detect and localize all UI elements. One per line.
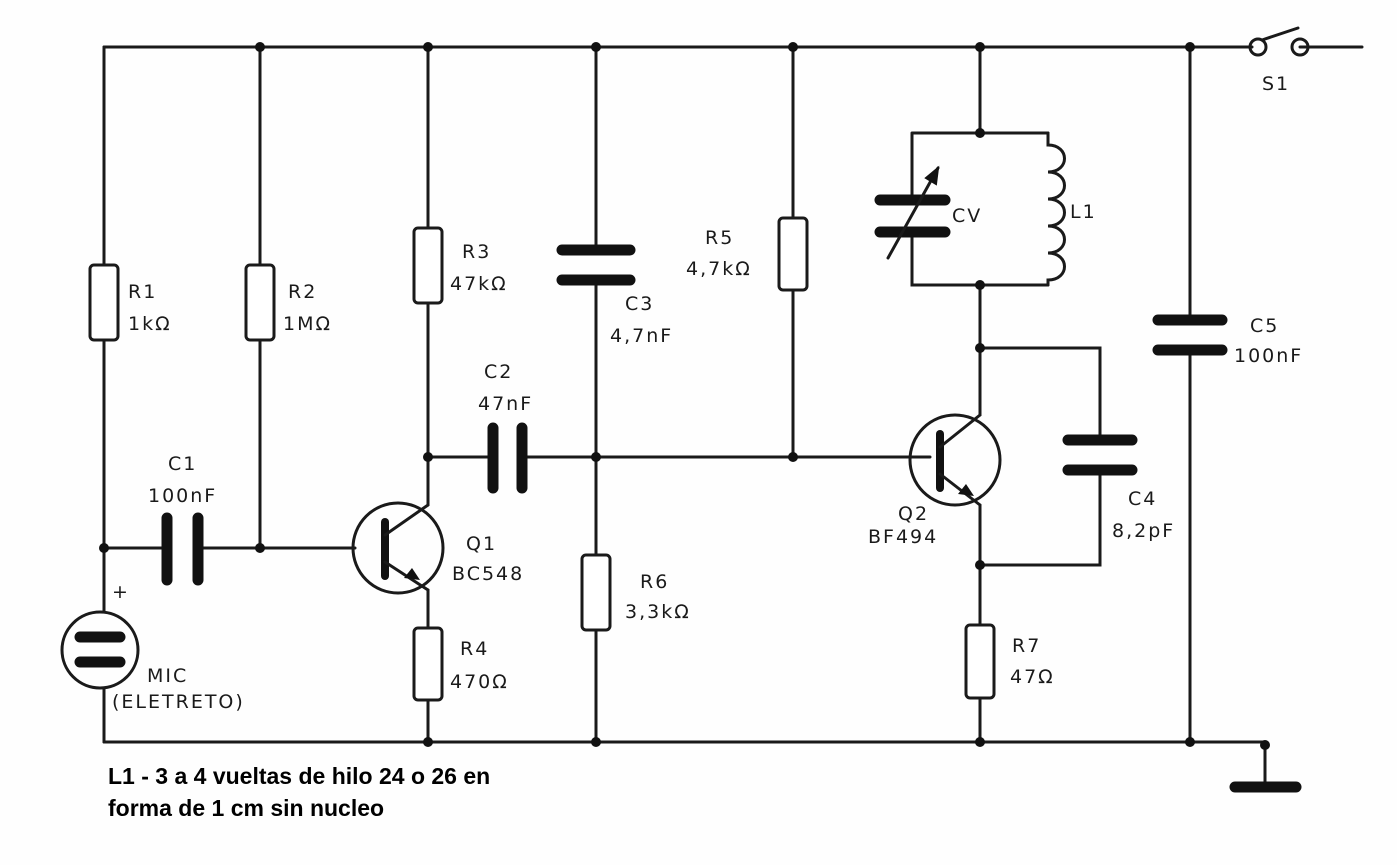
r3-name: R3 (462, 241, 491, 263)
capacitor-c4 (1062, 434, 1138, 476)
q1-name: Q1 (466, 533, 497, 555)
s1-label: S1 (1262, 73, 1290, 95)
c3-value: 4,7nF (610, 325, 673, 347)
inductor-l1 (1046, 131, 1066, 287)
c1-value: 100nF (148, 485, 217, 507)
r5-value: 4,7kΩ (686, 258, 752, 280)
caption: L1 - 3 a 4 vueltas de hilo 24 o 26 en fo… (108, 760, 490, 824)
c4-value: 8,2pF (1112, 520, 1175, 542)
resistor-r4 (412, 626, 444, 702)
resistor-r1 (88, 263, 120, 342)
caption-line-2: forma de 1 cm sin nucleo (108, 795, 385, 821)
capacitor-c1 (161, 512, 204, 586)
r3-value: 47kΩ (450, 273, 508, 295)
switch-s1[interactable] (1248, 26, 1310, 57)
resistor-r7 (964, 623, 996, 700)
c5-name: C5 (1250, 315, 1279, 337)
r7-value: 47Ω (1010, 666, 1055, 688)
mic-polarity: + (112, 581, 130, 603)
capacitor-c5 (1152, 314, 1228, 356)
cv-label: CV (952, 205, 982, 227)
c3-name: C3 (625, 293, 654, 315)
r4-name: R4 (460, 638, 489, 660)
c4-name: C4 (1128, 488, 1157, 510)
wires (102, 45, 1364, 787)
transistor-q1 (351, 501, 445, 595)
r2-value: 1MΩ (283, 313, 332, 335)
microphone (60, 610, 140, 690)
resistor-r5 (777, 216, 809, 292)
resistor-r2 (244, 263, 276, 342)
r1-name: R1 (128, 281, 157, 303)
r5-name: R5 (705, 227, 734, 249)
r4-value: 470Ω (450, 671, 509, 693)
q2-value: BF494 (868, 526, 938, 548)
c2-value: 47nF (478, 393, 533, 415)
mic-value: (ELETRETO) (112, 691, 245, 713)
resistor-r6 (580, 553, 612, 632)
c5-value: 100nF (1234, 345, 1303, 367)
capacitor-c2 (487, 422, 528, 494)
l1-label: L1 (1070, 201, 1097, 223)
caption-line-1: L1 - 3 a 4 vueltas de hilo 24 o 26 en (108, 763, 491, 789)
q2-name: Q2 (898, 503, 929, 525)
variable-capacitor-cv (874, 165, 951, 260)
c2-name: C2 (484, 361, 513, 383)
r1-value: 1kΩ (128, 313, 172, 335)
c1-name: C1 (168, 453, 197, 475)
r6-name: R6 (640, 571, 669, 593)
mic-name: MIC (147, 665, 188, 687)
q1-value: BC548 (452, 563, 524, 585)
capacitor-c3 (556, 244, 636, 286)
transistor-q2 (908, 413, 1002, 507)
r7-name: R7 (1012, 635, 1041, 657)
r2-name: R2 (288, 281, 317, 303)
r6-value: 3,3kΩ (625, 601, 691, 623)
junctions (99, 42, 1270, 750)
resistor-r3 (412, 226, 444, 305)
